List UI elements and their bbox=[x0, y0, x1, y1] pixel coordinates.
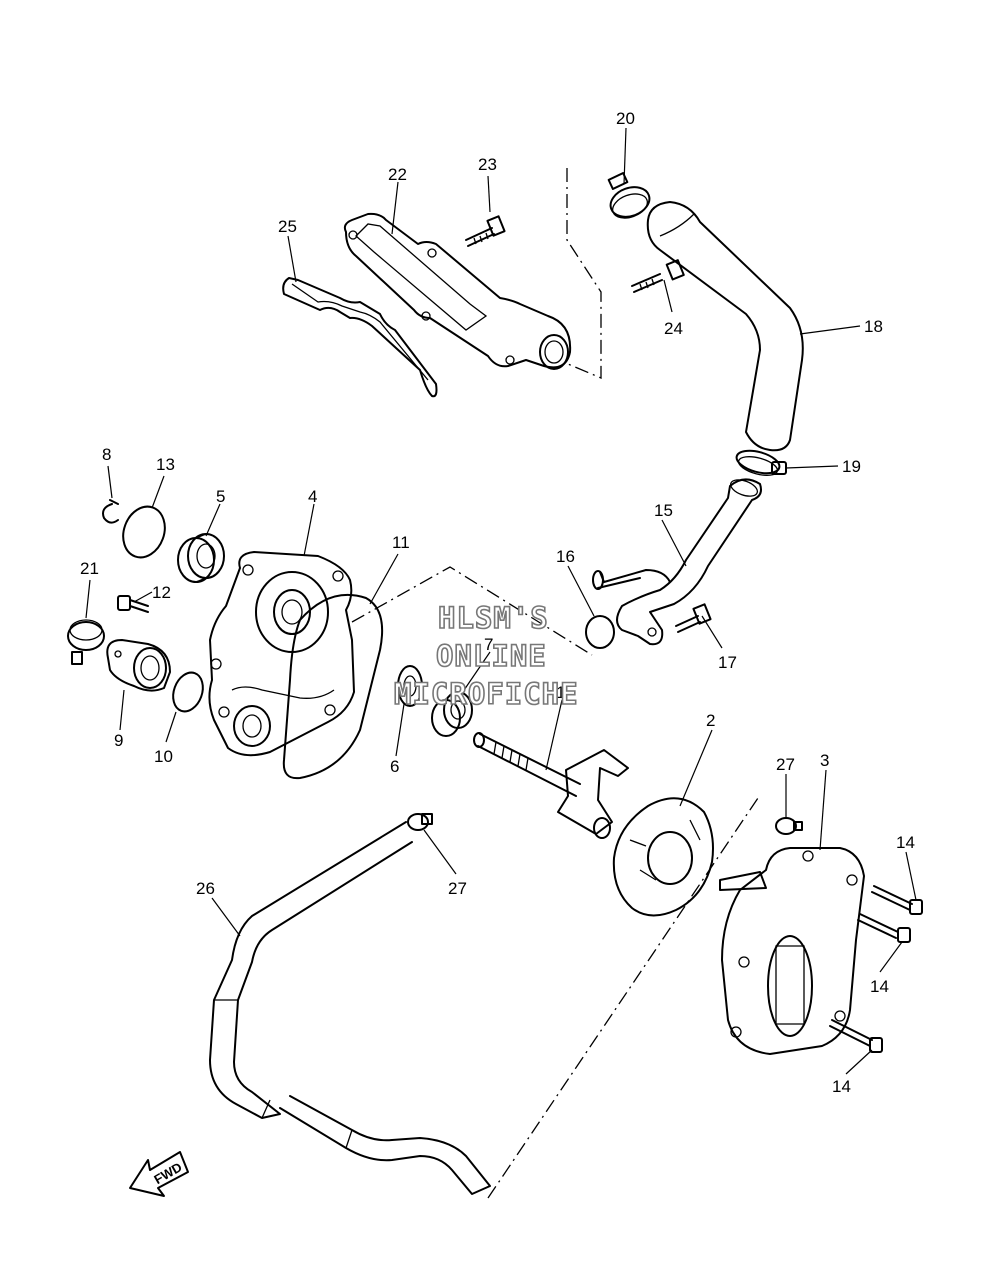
callout-13: 13 bbox=[156, 455, 175, 474]
watermark-line-3: MICROFICHE bbox=[394, 677, 579, 711]
part-27-clip-center bbox=[407, 813, 433, 831]
callout-14-mid: 14 bbox=[870, 977, 889, 996]
callout-10: 10 bbox=[154, 747, 173, 766]
watermark-line-1: HLSM'S bbox=[438, 601, 549, 635]
part-13-o-ring bbox=[122, 505, 166, 559]
callout-18: 18 bbox=[864, 317, 883, 336]
part-22-water-pipe bbox=[343, 212, 572, 370]
part-18-hose bbox=[646, 201, 804, 452]
part-20-hose-clamp bbox=[607, 172, 651, 219]
callout-numbers: 20 23 22 25 24 18 19 15 16 17 8 13 5 4 1… bbox=[80, 109, 915, 1096]
callout-26: 26 bbox=[196, 879, 215, 898]
callout-8: 8 bbox=[102, 445, 111, 464]
part-23-bolt bbox=[465, 215, 506, 247]
callout-14-top: 14 bbox=[896, 833, 915, 852]
part-27-clip-right bbox=[775, 817, 803, 835]
part-25-gasket bbox=[282, 277, 438, 398]
callout-14-bottom: 14 bbox=[832, 1077, 851, 1096]
callout-20: 20 bbox=[616, 109, 635, 128]
watermark-line-2: ONLINE bbox=[436, 639, 547, 673]
callout-4: 4 bbox=[308, 487, 317, 506]
part-15-water-pipe bbox=[592, 478, 762, 646]
callout-19: 19 bbox=[842, 457, 861, 476]
leader-lines bbox=[85, 127, 917, 1075]
part-17-bolt bbox=[675, 603, 712, 633]
part-10-o-ring bbox=[172, 671, 204, 713]
callout-6: 6 bbox=[390, 757, 399, 776]
part-24-bolt bbox=[631, 259, 685, 293]
part-26-hose bbox=[209, 821, 491, 1195]
part-16-o-ring bbox=[585, 615, 615, 649]
callout-9: 9 bbox=[114, 731, 123, 750]
alignment-lines bbox=[351, 168, 759, 1199]
callout-27-center: 27 bbox=[448, 879, 467, 898]
part-8-circlip bbox=[102, 499, 119, 524]
part-4-pump-housing bbox=[208, 551, 355, 757]
part-12-bolt bbox=[117, 595, 149, 613]
part-7-seal bbox=[431, 691, 473, 737]
part-9-fitting bbox=[106, 639, 171, 692]
callout-25: 25 bbox=[278, 217, 297, 236]
part-1-impeller-shaft bbox=[473, 732, 629, 839]
part-21-hose-clamp bbox=[67, 619, 105, 665]
callout-22: 22 bbox=[388, 165, 407, 184]
callout-17: 17 bbox=[718, 653, 737, 672]
callout-27-right: 27 bbox=[776, 755, 795, 774]
callout-21: 21 bbox=[80, 559, 99, 578]
part-19-hose-clamp bbox=[735, 449, 787, 476]
part-3-pump-cover bbox=[719, 847, 865, 1055]
callout-5: 5 bbox=[216, 487, 225, 506]
callout-15: 15 bbox=[654, 501, 673, 520]
fwd-arrow-icon: FWD bbox=[129, 1151, 189, 1197]
callout-11: 11 bbox=[392, 533, 410, 552]
callout-16: 16 bbox=[556, 547, 575, 566]
watermark: HLSM'S ONLINE MICROFICHE bbox=[393, 600, 579, 712]
callout-2: 2 bbox=[706, 711, 715, 730]
callout-3: 3 bbox=[820, 751, 829, 770]
part-2-cover-plate bbox=[612, 797, 714, 917]
callout-23: 23 bbox=[478, 155, 497, 174]
part-5-bearing bbox=[177, 533, 225, 583]
callout-12: 12 bbox=[152, 583, 171, 602]
part-11-o-ring bbox=[282, 593, 384, 780]
callout-1: 1 bbox=[556, 683, 565, 702]
part-6-seal bbox=[397, 665, 423, 707]
callout-7: 7 bbox=[484, 635, 493, 654]
callout-24: 24 bbox=[664, 319, 683, 338]
